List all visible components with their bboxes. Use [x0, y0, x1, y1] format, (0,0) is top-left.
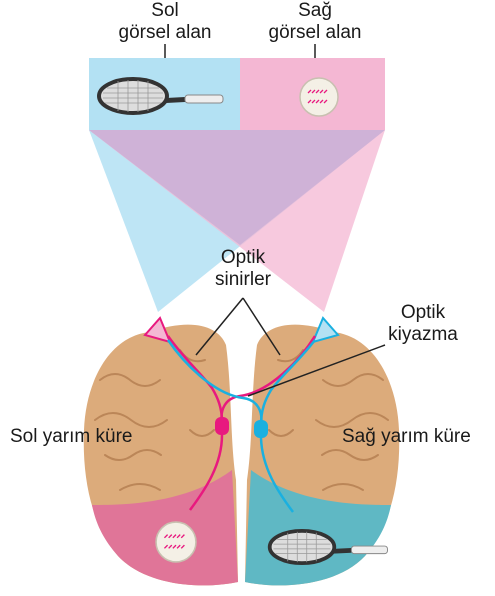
baseball-icon — [300, 78, 338, 116]
left-field-label-line2: görsel alan — [115, 22, 215, 44]
optic-chiasm-label: Optik kiyazma — [378, 302, 468, 346]
baseball-icon — [156, 522, 196, 562]
right-thalamus-node — [254, 420, 268, 438]
left-visual-field-label: Sol görsel alan — [115, 0, 215, 44]
optic-chiasm-label-line1: Optik — [378, 302, 468, 324]
optic-nerves-label: Optik sinirler — [198, 247, 288, 291]
right-visual-field-label: Sağ görsel alan — [265, 0, 365, 44]
optic-chiasm-label-line2: kiyazma — [378, 324, 468, 346]
optic-nerves-label-line1: Optik — [198, 247, 288, 269]
right-field-label-line2: görsel alan — [265, 22, 365, 44]
left-hemisphere-label: Sol yarım küre — [10, 426, 132, 448]
left-field-label-line1: Sol — [115, 0, 215, 22]
optic-nerves-label-line2: sinirler — [198, 269, 288, 291]
right-field-label-line1: Sağ — [265, 0, 365, 22]
left-thalamus-node — [215, 417, 229, 435]
right-hemisphere-label: Sağ yarım küre — [342, 426, 471, 448]
